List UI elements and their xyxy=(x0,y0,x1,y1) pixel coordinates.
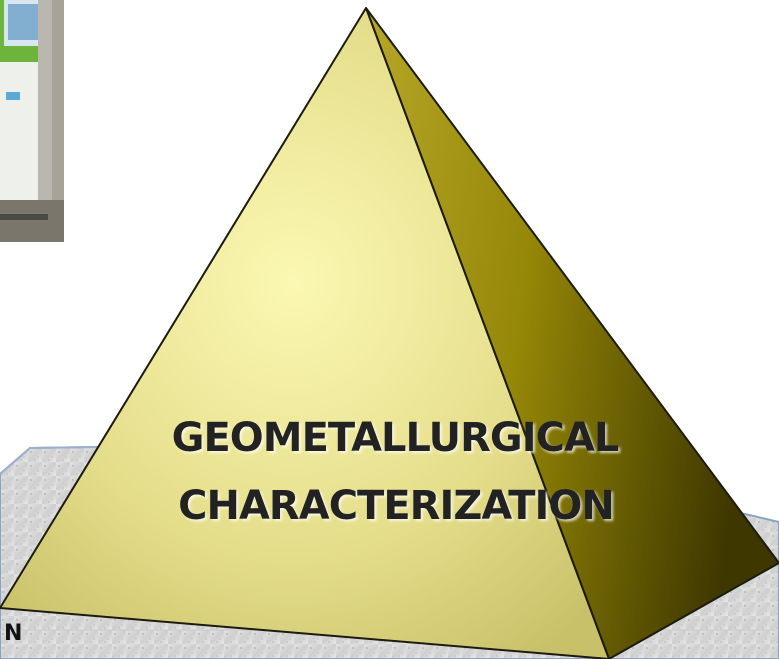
kiosk-photo xyxy=(0,0,64,242)
corner-letter: N xyxy=(4,621,22,646)
pyramid-label-line2: CHARACTERIZATION xyxy=(178,483,614,529)
pyramid-label-line1: GEOMETALLURGICAL xyxy=(172,415,619,461)
